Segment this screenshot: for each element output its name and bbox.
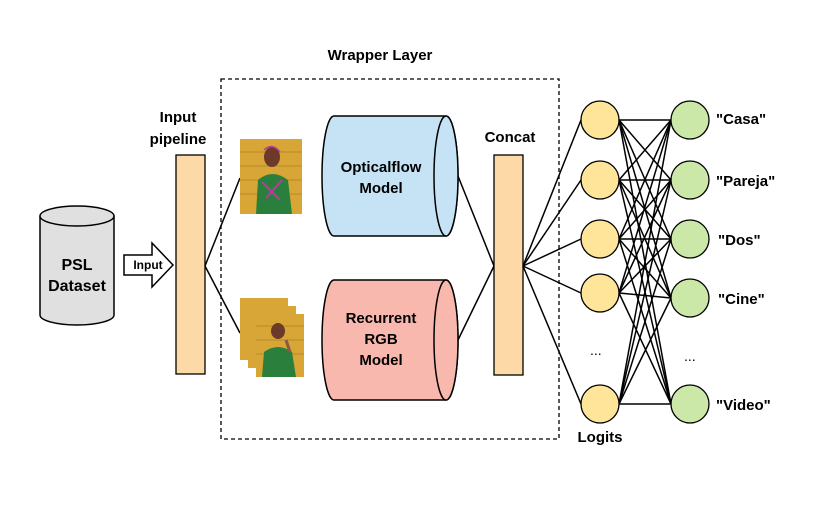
output-node: [670, 100, 710, 140]
output-label-cine: "Cine": [718, 291, 765, 308]
logit-to-output-line: [618, 292, 672, 405]
wrapper-layer-title: Wrapper Layer: [328, 47, 433, 64]
input-arrow: [123, 241, 175, 289]
logits-ellipsis: ...: [590, 342, 602, 358]
output-label-casa: "Casa": [716, 111, 766, 128]
logit-node: [580, 384, 620, 424]
dataset-label-line2: Dataset: [48, 278, 106, 295]
network-connections: [522, 119, 672, 405]
input-pipeline-label-line1: Input: [160, 109, 197, 126]
concat-bar: [493, 154, 524, 376]
concat-to-logit-line: [522, 265, 582, 405]
input-pipeline-label-line2: pipeline: [150, 131, 207, 148]
pipeline-to-rgb-frames-line: [204, 265, 241, 334]
logit-node: [580, 273, 620, 313]
output-node: [670, 160, 710, 200]
logit-to-output-line: [618, 292, 672, 299]
logit-to-output-line: [618, 179, 672, 294]
rgb-model-label-line1: Recurrent: [346, 310, 417, 327]
opticalflow-model-label-line1: Opticalflow: [341, 159, 422, 176]
output-node: [670, 384, 710, 424]
wrapper-layer-box: [220, 78, 560, 440]
concat-to-logit-line: [522, 238, 582, 267]
output-node: [670, 219, 710, 259]
rgb-model-label-line3: Model: [359, 352, 402, 369]
rgb-model-cylinder: [321, 279, 459, 401]
pipeline-to-flow-frame-line: [204, 177, 241, 267]
concat-to-logit-line: [522, 179, 582, 267]
logit-node: [580, 160, 620, 200]
logits-label: Logits: [578, 429, 623, 446]
input-pipeline-bar: [175, 154, 206, 375]
concat-to-logit-line: [522, 119, 582, 267]
dataset-cylinder: [39, 205, 115, 326]
concat-label: Concat: [485, 129, 536, 146]
opticalflow-frame-image: [240, 139, 302, 214]
dataset-label-line1: PSL: [61, 257, 92, 274]
outputs-ellipsis: ...: [684, 348, 696, 364]
output-label-dos: "Dos": [718, 232, 761, 249]
output-label-video: "Video": [716, 397, 771, 414]
opticalflow-model-cylinder: [321, 115, 459, 237]
input-arrow-label: Input: [133, 258, 162, 272]
output-label-pareja: "Pareja": [716, 173, 775, 190]
rgb-frames-image: [240, 298, 304, 377]
opticalflow-model-label-line2: Model: [359, 180, 402, 197]
logit-to-output-line: [618, 119, 672, 294]
logit-to-output-line: [618, 119, 672, 181]
output-node: [670, 278, 710, 318]
logit-to-output-line: [618, 119, 672, 405]
logit-to-output-line: [618, 179, 672, 240]
logit-node: [580, 100, 620, 140]
logit-to-output-line: [618, 119, 672, 240]
concat-to-logit-line: [522, 265, 582, 294]
flow-to-concat-line: [457, 175, 495, 267]
rgb-model-label-line2: RGB: [364, 331, 398, 348]
rgb-to-concat-line: [457, 265, 495, 341]
logit-to-output-line: [618, 297, 672, 405]
logit-to-output-line: [618, 238, 672, 299]
logit-to-output-line: [618, 238, 672, 405]
logit-to-output-line: [618, 179, 672, 405]
logit-node: [580, 219, 620, 259]
